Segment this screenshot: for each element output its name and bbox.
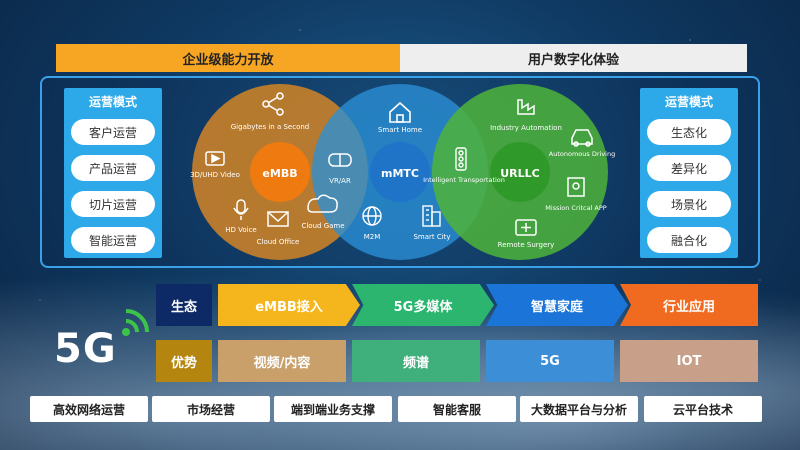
venn-item-cloud-game: Cloud Game: [301, 222, 344, 230]
bottom-capability[interactable]: 高效网络运营: [30, 396, 148, 422]
embb-label: eMBB: [262, 167, 297, 180]
bottom-capability[interactable]: 大数据平台与分析: [520, 396, 638, 422]
venn-item-hd-voice: HD Voice: [225, 226, 257, 234]
bottom-capability[interactable]: 智能客服: [398, 396, 516, 422]
right-mode-item[interactable]: 场景化: [647, 191, 731, 217]
left-mode-item[interactable]: 客户运营: [71, 119, 155, 145]
right-mode-title: 运营模式: [664, 95, 713, 109]
5g-scenario-venn: eMBB mMTC URLLC Gigabytes in a Second 3D…: [190, 84, 615, 260]
bottom-capability[interactable]: 市场经营: [152, 396, 270, 422]
venn-item-m2m: M2M: [364, 233, 381, 241]
advantage-item-video[interactable]: 视频/内容: [218, 340, 346, 382]
venn-item-mission-critical: Mission Critcal APP: [545, 204, 607, 212]
ecology-item-multimedia[interactable]: 5G多媒体: [352, 284, 494, 326]
building-icon: [422, 205, 441, 227]
venn-item-gigabytes: Gigabytes in a Second: [231, 123, 310, 131]
venn-item-industry-automation: Industry Automation: [490, 124, 562, 132]
left-mode-item[interactable]: 智能运营: [71, 227, 155, 253]
home-icon: [389, 101, 411, 123]
traffic-light-icon: [455, 147, 467, 171]
ecology-item-industry[interactable]: 行业应用: [620, 284, 758, 326]
car-icon: [571, 129, 593, 147]
venn-item-remote-surgery: Remote Surgery: [498, 241, 555, 249]
cloud-icon: [307, 194, 338, 213]
5g-logo: 5G: [54, 326, 117, 372]
venn-item-autonomous-driving: Autonomous Driving: [549, 150, 615, 158]
bottom-capability[interactable]: 端到端业务支撑: [274, 396, 392, 422]
medical-kit-icon: [515, 219, 537, 236]
user-experience-bar: 用户数字化体验: [400, 44, 747, 72]
bottom-capability[interactable]: 云平台技术: [644, 396, 762, 422]
right-mode-item[interactable]: 差异化: [647, 155, 731, 181]
video-icon: [205, 151, 225, 166]
venn-item-3d-video: 3D/UHD Video: [190, 171, 240, 179]
venn-item-vr-ar: VR/AR: [329, 177, 351, 185]
left-mode-item[interactable]: 产品运营: [71, 155, 155, 181]
ecology-item-embb[interactable]: eMBB接入: [218, 284, 360, 326]
enterprise-capability-bar: 企业级能力开放: [56, 44, 400, 72]
venn-item-cloud-office: Cloud Office: [257, 238, 300, 246]
left-mode-item[interactable]: 切片运营: [71, 191, 155, 217]
ecology-item-smart-home[interactable]: 智慧家庭: [486, 284, 628, 326]
ecology-tag: 生态: [156, 284, 212, 326]
advantage-item-5g[interactable]: 5G: [486, 340, 614, 382]
advantage-item-spectrum[interactable]: 频谱: [352, 340, 480, 382]
vr-headset-icon: [328, 153, 352, 167]
share-icon: [262, 92, 284, 116]
factory-icon: [517, 99, 535, 115]
app-icon: [567, 177, 585, 197]
venn-item-smart-home: Smart Home: [378, 126, 422, 134]
globe-icon: [362, 206, 382, 226]
left-mode-title: 运营模式: [88, 95, 137, 109]
urllc-label: URLLC: [500, 167, 540, 180]
mail-icon: [267, 211, 289, 227]
right-mode-item[interactable]: 生态化: [647, 119, 731, 145]
right-mode-item[interactable]: 融合化: [647, 227, 731, 253]
right-operation-mode-panel: 运营模式 生态化 差异化 场景化 融合化: [640, 88, 738, 258]
advantage-item-iot[interactable]: IOT: [620, 340, 758, 382]
venn-item-smart-city: Smart City: [413, 233, 450, 241]
mmtc-label: mMTC: [381, 167, 419, 180]
microphone-icon: [233, 199, 249, 220]
advantage-tag: 优势: [156, 340, 212, 382]
venn-item-intelligent-transportation: Intelligent Transportation: [423, 176, 505, 184]
mmtc-core: [370, 142, 430, 202]
signal-wave-icon: [122, 309, 149, 336]
embb-core: [250, 142, 310, 202]
urllc-core: [490, 142, 550, 202]
left-operation-mode-panel: 运营模式 客户运营 产品运营 切片运营 智能运营: [64, 88, 162, 258]
